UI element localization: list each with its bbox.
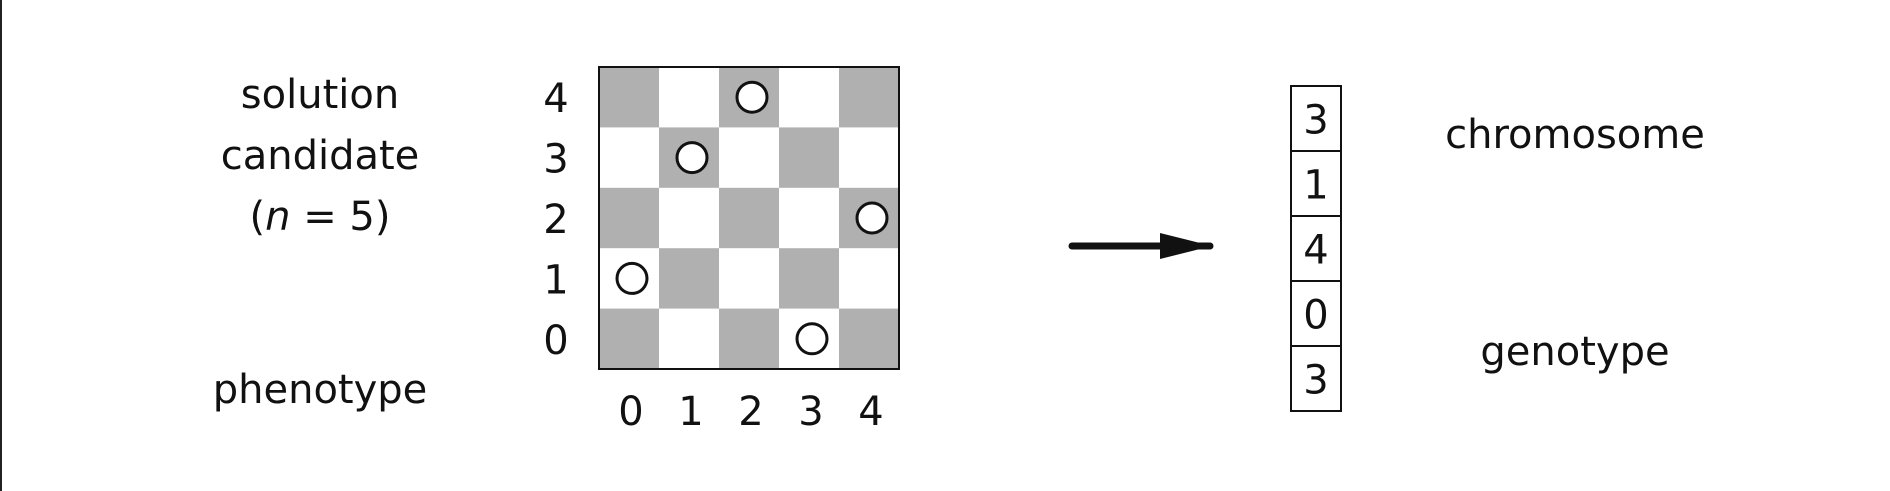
board-square	[659, 248, 720, 310]
row-label: 2	[543, 197, 568, 243]
board-square	[719, 127, 780, 189]
arrow-head	[1160, 233, 1212, 259]
board-square	[599, 187, 660, 249]
board-square	[719, 248, 780, 310]
board-square	[659, 187, 720, 249]
board-square	[599, 127, 660, 189]
board-square	[719, 187, 780, 249]
solution-text: solution	[240, 72, 400, 118]
column-label: 1	[678, 389, 703, 435]
board-square	[599, 308, 660, 370]
page-left-border	[0, 0, 2, 491]
chromosome-label: chromosome	[1445, 112, 1705, 158]
chessboard	[599, 67, 900, 370]
n-open-paren: (	[249, 194, 266, 240]
board-square	[659, 308, 720, 370]
row-labels: 4 3 2 1 0	[543, 76, 568, 364]
genotype-label: genotype	[1480, 329, 1670, 375]
board-square	[779, 187, 840, 249]
queen-markers	[615, 80, 889, 356]
gene-value: 4	[1303, 228, 1328, 274]
board-square	[719, 308, 780, 370]
n-variable: n	[265, 194, 291, 240]
row-label: 3	[543, 137, 568, 183]
board-square	[839, 308, 900, 370]
phenotype-label: phenotype	[212, 367, 428, 413]
queen-marker	[735, 80, 769, 114]
board-square	[599, 67, 660, 128]
solution-candidate-label: solution candidate (n = 5)	[175, 65, 465, 248]
board-square	[839, 248, 900, 310]
mapping-arrow	[1068, 233, 1214, 259]
chromosome-cell	[1290, 215, 1342, 282]
board-square	[839, 67, 900, 128]
queen-marker	[795, 322, 829, 356]
column-label: 0	[618, 389, 643, 435]
gene-value: 3	[1303, 358, 1328, 404]
n-value: = 5)	[290, 194, 391, 240]
board-square	[779, 248, 840, 310]
gene-value: 0	[1303, 293, 1328, 339]
chromosome-cell	[1290, 150, 1342, 217]
queen-marker	[855, 201, 889, 235]
row-label: 0	[543, 318, 568, 364]
column-label: 2	[738, 389, 763, 435]
chessboard-border	[598, 66, 900, 370]
board-square	[779, 127, 840, 189]
row-label: 1	[543, 257, 568, 303]
board-square	[839, 127, 900, 189]
gene-value: 1	[1303, 163, 1328, 209]
queen-marker	[675, 141, 709, 175]
board-square	[659, 67, 720, 128]
n-equals-text: (n = 5)	[175, 187, 465, 248]
column-label: 3	[798, 389, 823, 435]
row-label: 4	[543, 76, 568, 122]
chromosome-cell	[1290, 345, 1342, 412]
candidate-text: candidate	[220, 133, 420, 179]
chromosome-cells: 3 1 4 0 3	[1290, 85, 1342, 412]
gene-value: 3	[1303, 98, 1328, 144]
board-square	[779, 67, 840, 128]
column-label: 4	[858, 389, 883, 435]
queen-marker	[615, 261, 649, 295]
